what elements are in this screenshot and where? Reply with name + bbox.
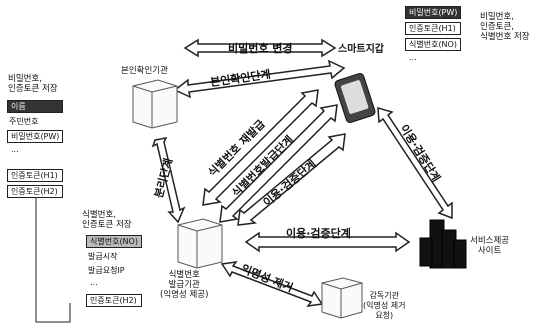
arrow-id-reissue <box>202 89 319 206</box>
identity-store: 이름 주민번호 비밀번호(PW) ... 인증토큰(H1) 인증토큰(H2) <box>7 100 64 201</box>
label-use-auth-center: 이용·검증단계 <box>286 227 351 240</box>
issuer-building-icon <box>177 218 223 269</box>
label-smartphone: 스마트지갑 <box>338 44 384 55</box>
arrow-password-change <box>183 38 337 58</box>
issuer-store-caption: 식별번호, 인증토큰 저장 <box>82 210 132 230</box>
wallet-cell-dots: ... <box>409 53 417 62</box>
arrow-use-auth-center <box>244 231 411 253</box>
phone-icon <box>334 72 376 124</box>
issuer-cell-no: 식별번호(NO) <box>86 235 142 248</box>
arrow-id-issue <box>219 104 338 223</box>
building-icon <box>132 79 178 129</box>
arrow-separation <box>151 136 186 224</box>
supervisor-building-icon <box>321 277 363 319</box>
label-supervisor: 감독기관 (익명성 제거 요청) <box>363 291 406 320</box>
wallet-cell-h1: 인증토큰(H1) <box>405 22 462 35</box>
label-identity-agency: 본인확인기관 <box>121 66 168 76</box>
label-password-change: 비밀번호 변경 <box>228 42 293 55</box>
issuer-cell-h2: 인증토큰(H2) <box>86 294 142 307</box>
label-service-site: 서비스제공 사이트 <box>470 236 510 256</box>
label-issuer: 식별번호 발급기관 (익명성 제공) <box>160 270 209 300</box>
connector-line <box>35 195 71 323</box>
identity-cell-rrn: 주민번호 <box>7 116 64 127</box>
server-icon <box>419 219 467 269</box>
arrow-use-auth-right <box>377 106 453 220</box>
wallet-cell-pw: 비밀번호(PW) <box>405 6 462 19</box>
identity-cell-dots: ... <box>11 145 19 154</box>
identity-cell-h2: 인증토큰(H2) <box>7 185 64 198</box>
identity-cell-name: 이름 <box>7 100 64 113</box>
identity-cell-pw: 비밀번호(PW) <box>7 130 64 143</box>
issuer-cell-start: 발급시작 <box>86 251 142 262</box>
identity-store-caption: 비밀번호, 인증토큰 저장 <box>8 74 58 94</box>
wallet-caption: 비밀번호, 인증토큰, 식별번호 저장 <box>480 12 530 42</box>
identity-cell-h1: 인증토큰(H1) <box>7 169 64 182</box>
wallet-cell-no: 식별번호(NO) <box>405 38 462 51</box>
wallet-store: 비밀번호(PW) 인증토큰(H1) 식별번호(NO) ... <box>405 6 462 65</box>
issuer-cell-ip: 발급요청IP <box>86 265 142 276</box>
issuer-cell-dots: ... <box>90 278 98 287</box>
arrow-use-auth-diag <box>237 133 346 226</box>
arrow-identity-verification <box>173 59 346 99</box>
issuer-store: 식별번호(NO) 발급시작 발급요청IP ... 인증토큰(H2) <box>86 235 142 310</box>
